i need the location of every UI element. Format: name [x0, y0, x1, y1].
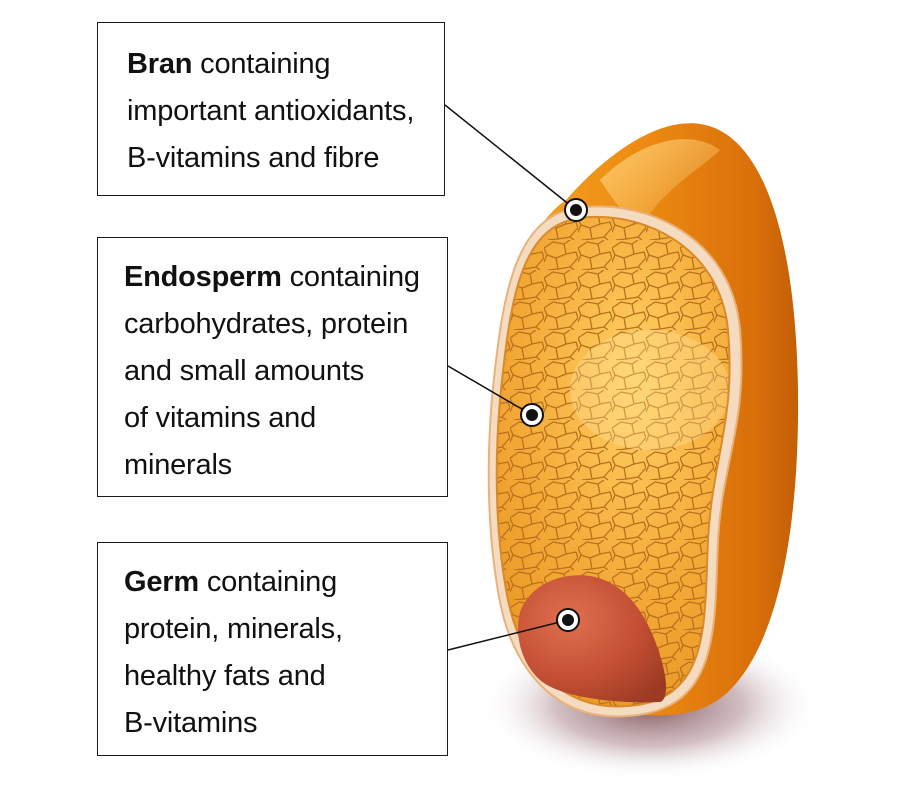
endosperm-pointer-line [447, 365, 533, 416]
bran-label-box: Bran containing important antioxidants, … [97, 22, 445, 196]
bran-pointer-dot [564, 198, 588, 222]
endosperm-label-line-3: and small amounts [124, 355, 364, 387]
germ-label-line-3: healthy fats and [124, 660, 326, 692]
germ-pointer-line [447, 619, 569, 651]
endosperm-line1-rest: containing [281, 261, 420, 293]
germ-pointer-dot [556, 608, 580, 632]
bran-label-line-2: important antioxidants, [127, 95, 415, 127]
endosperm-label-box: Endosperm containing carbohydrates, prot… [97, 237, 448, 497]
bran-label-line-1: Bran containing [127, 41, 444, 88]
germ-line1-rest: containing [198, 566, 338, 598]
endosperm-term: Endosperm [124, 261, 282, 293]
bran-label-line-3: B-vitamins and fibre [127, 142, 380, 174]
bran-pointer-line [444, 104, 577, 211]
germ-label-line-1: Germ containing [124, 559, 447, 606]
bran-line1-rest: containing [192, 48, 331, 80]
germ-term: Germ [124, 566, 199, 598]
germ-label-box: Germ containing protein, minerals, healt… [97, 542, 448, 756]
germ-label-line-4: B-vitamins [124, 707, 258, 739]
bran-highlight [600, 139, 720, 230]
endosperm-pointer-dot [520, 403, 544, 427]
endosperm-label-line-4: of vitamins and [124, 402, 317, 434]
bran-term: Bran [127, 48, 193, 80]
germ-label-line-2: protein, minerals, [124, 613, 343, 645]
germ-embryo [518, 575, 667, 703]
endosperm-label-line-5: minerals [124, 449, 232, 481]
endosperm-label-line-2: carbohydrates, protein [124, 308, 409, 340]
endosperm-label-line-1: Endosperm containing [124, 254, 447, 301]
